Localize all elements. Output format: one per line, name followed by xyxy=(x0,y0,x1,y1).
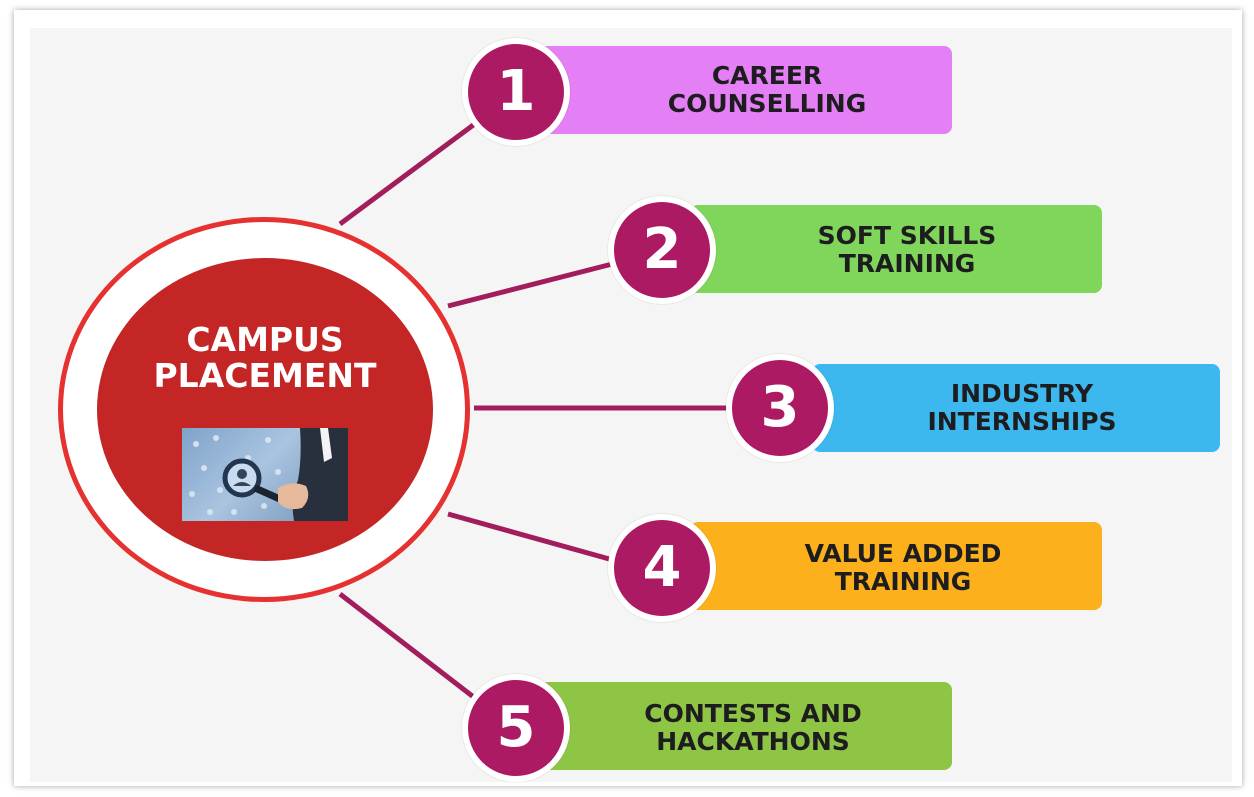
item-number-4: 4 xyxy=(608,514,716,622)
item-label-5-line-1: CONTESTS AND xyxy=(644,699,862,728)
item-label-2-line-1: SOFT SKILLS xyxy=(817,221,997,250)
magnifier-search-people-icon xyxy=(182,428,348,521)
item-number-5: 5 xyxy=(462,674,570,782)
item-bar-soft-skills-training xyxy=(690,205,1102,293)
item-bar-industry-internships xyxy=(812,364,1220,452)
item-label-3-line-2: INTERNSHIPS xyxy=(927,407,1117,436)
item-bar-career-counselling xyxy=(540,46,952,134)
item-label-2-line-2: TRAINING xyxy=(838,249,976,278)
connector-line-1 xyxy=(338,117,482,227)
item-label-4-line-2: TRAINING xyxy=(834,567,972,596)
connector-line-4 xyxy=(447,511,621,565)
item-label-contests-and-hackathons: CONTESTS AND HACKATHONS xyxy=(568,700,938,756)
item-label-1-line-2: COUNSELLING xyxy=(667,89,867,118)
hub-title-line-2: PLACEMENT xyxy=(153,356,377,395)
item-label-5-line-2: HACKATHONS xyxy=(656,727,850,756)
item-label-1-line-1: CAREER xyxy=(711,61,823,90)
connector-line-2 xyxy=(447,259,621,309)
connector-line-5 xyxy=(338,592,482,704)
item-number-2: 2 xyxy=(608,196,716,304)
hub-title: CAMPUS PLACEMENT xyxy=(97,322,433,394)
item-label-industry-internships: INDUSTRY INTERNSHIPS xyxy=(836,380,1208,436)
item-number-3: 3 xyxy=(726,354,834,462)
item-bar-value-added-training xyxy=(690,522,1102,610)
item-label-career-counselling: CAREER COUNSELLING xyxy=(582,62,952,118)
hub-title-line-1: CAMPUS xyxy=(186,320,344,359)
item-label-soft-skills-training: SOFT SKILLS TRAINING xyxy=(722,222,1092,278)
item-bar-contests-and-hackathons xyxy=(540,682,952,770)
item-label-3-line-1: INDUSTRY xyxy=(950,379,1094,408)
item-label-4-line-1: VALUE ADDED xyxy=(804,539,1002,568)
item-number-1: 1 xyxy=(462,38,570,146)
item-label-value-added-training: VALUE ADDED TRAINING xyxy=(718,540,1088,596)
